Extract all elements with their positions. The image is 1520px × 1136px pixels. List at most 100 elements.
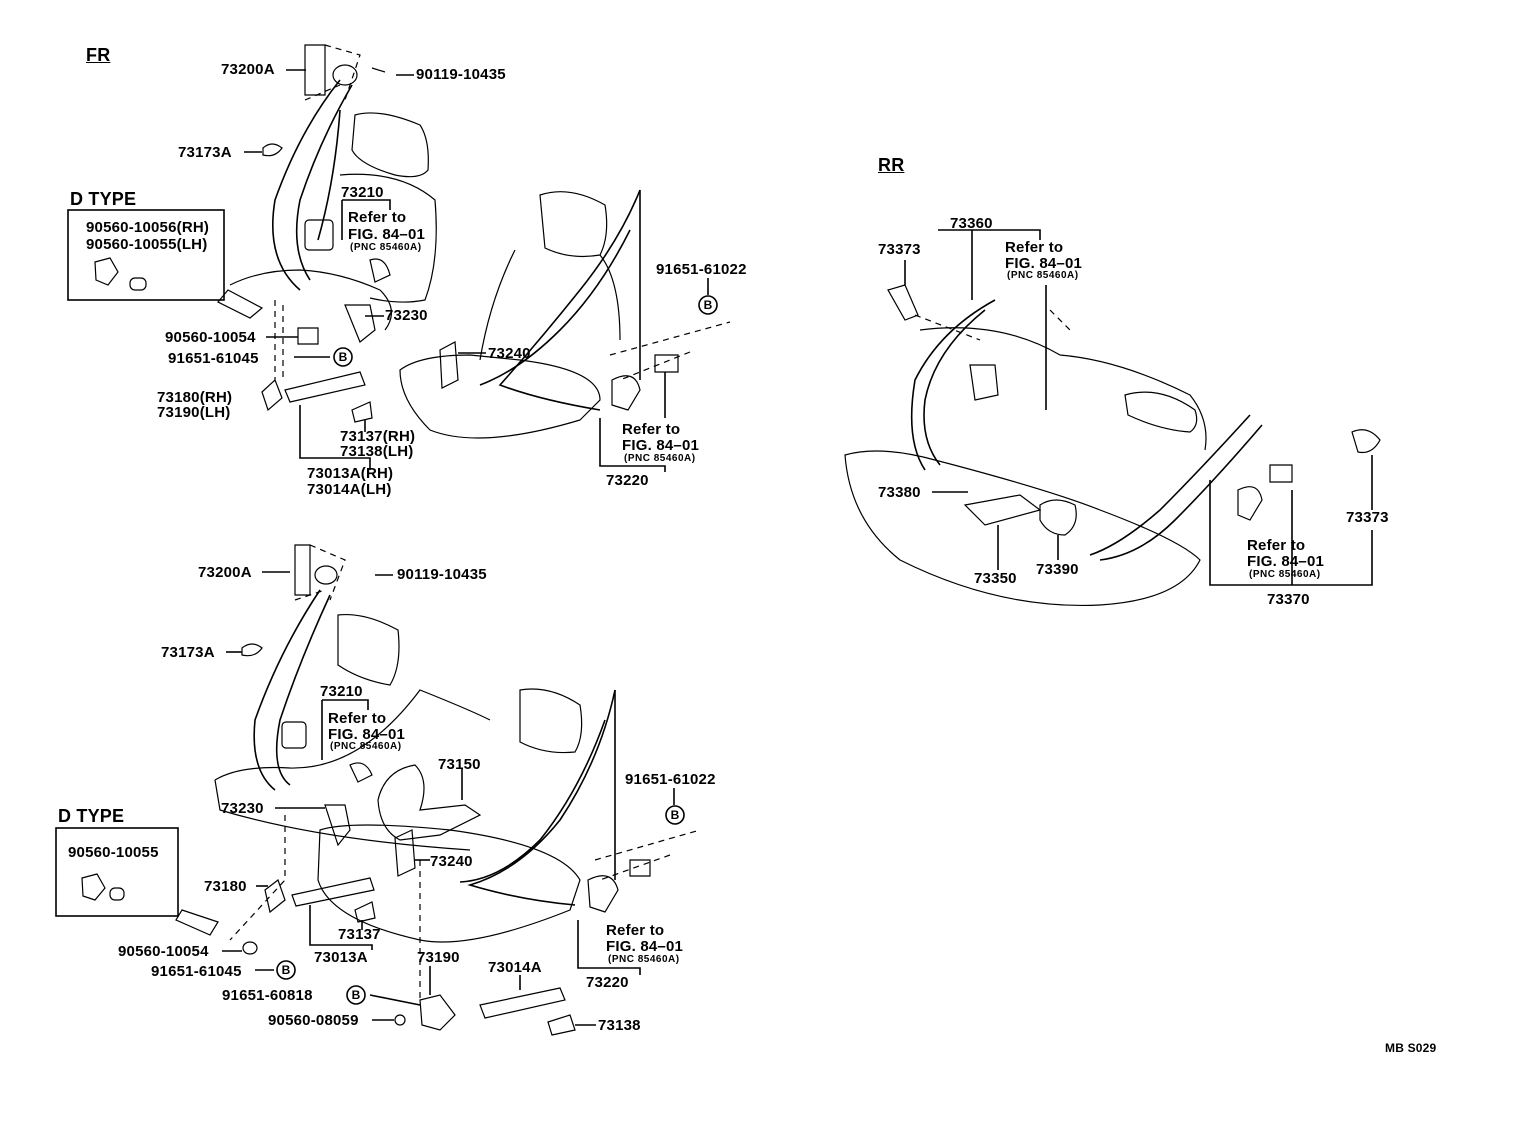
part-73190: 73190(LH) xyxy=(157,404,231,421)
part-73137: 73137(RH) xyxy=(340,428,416,445)
anchor-73190-b xyxy=(419,994,456,1031)
refer-fig: FIG. 84–01 xyxy=(606,938,684,955)
part-73240: 73240 xyxy=(430,853,473,870)
refer-text: Refer to xyxy=(1005,239,1064,256)
anchor-73180-b xyxy=(264,879,286,914)
rr-retractor-right xyxy=(1237,486,1263,521)
dtype-part-shape xyxy=(94,257,119,286)
bracket-73210-b xyxy=(321,699,369,760)
circle-b-text: B xyxy=(282,963,291,977)
refer-fig: FIG. 84–01 xyxy=(1005,255,1083,272)
part-73138: 73138(LH) xyxy=(340,443,414,460)
rr-retractor-left xyxy=(969,364,999,401)
circle-b-text: B xyxy=(339,350,348,364)
part-73240: 73240 xyxy=(488,345,531,362)
cap-90560-10054 xyxy=(297,327,319,345)
part-73173a: 73173A xyxy=(161,644,215,661)
part-73210: 73210 xyxy=(320,683,363,700)
part-73370: 73370 xyxy=(1267,591,1310,608)
washer-90560-08059 xyxy=(394,1014,406,1026)
rail-73014a xyxy=(479,987,566,1019)
refer-pnc: (PNC 85460A) xyxy=(330,741,402,752)
bolt-shape xyxy=(371,67,386,73)
retractor-pass-b xyxy=(587,875,619,913)
dashed-anchor-b xyxy=(294,544,346,601)
belt-b-2 xyxy=(275,594,331,786)
dashed-bottom xyxy=(229,815,421,1000)
circle-b-marker: B xyxy=(276,960,296,980)
belt-webbing-1 xyxy=(272,79,341,291)
bracket-73370 xyxy=(1209,455,1373,586)
buckle-73240-b xyxy=(394,829,416,877)
part-73200a: 73200A xyxy=(198,564,252,581)
headrest-pass-b xyxy=(519,688,583,754)
refer-pnc: (PNC 85460A) xyxy=(624,453,696,464)
part-90560-08059: 90560-08059 xyxy=(268,1012,359,1029)
dtype-title: D TYPE xyxy=(70,189,137,209)
refer-pnc: (PNC 85460A) xyxy=(1249,569,1321,580)
dtype-cap-shape xyxy=(129,277,147,291)
rr-belt-right-2 xyxy=(1099,424,1263,561)
anchor-73230-b xyxy=(324,804,351,847)
heading-rr: RR xyxy=(878,155,905,175)
refer-fig: FIG. 84–01 xyxy=(1247,553,1325,570)
part-73173a: 73173A xyxy=(178,144,232,161)
part-73210: 73210 xyxy=(341,184,384,201)
refer-text: Refer to xyxy=(348,209,407,226)
refer-fig: FIG. 84–01 xyxy=(622,437,700,454)
circle-b-text: B xyxy=(352,988,361,1002)
bracket-73013a-b xyxy=(309,905,373,950)
part-73180: 73180 xyxy=(204,878,247,895)
part-91651-61022: 91651-61022 xyxy=(656,261,747,278)
circle-b-marker: B xyxy=(698,295,718,315)
doc-code: MB S029 xyxy=(1385,1041,1437,1055)
cover-73373-b xyxy=(1351,429,1381,454)
heading-fr: FR xyxy=(86,45,111,65)
part-73014a: 73014A(LH) xyxy=(307,481,392,498)
center-belt-73150 xyxy=(377,764,482,841)
circle-b-text: B xyxy=(704,298,713,312)
part-90119-10435: 90119-10435 xyxy=(397,566,487,583)
refer-pnc: (PNC 85460A) xyxy=(608,954,680,965)
bracket-73220 xyxy=(599,372,666,472)
rr-cushion xyxy=(844,450,1201,607)
retractor-b xyxy=(281,721,307,749)
part-73150: 73150 xyxy=(438,756,481,773)
dtype-part-b xyxy=(81,873,106,901)
part-73138: 73138 xyxy=(598,1017,641,1034)
seatback-pass-r xyxy=(599,254,621,341)
belt-b-1 xyxy=(253,589,321,791)
belt-pass-2 xyxy=(479,229,631,386)
part-91651-61022: 91651-61022 xyxy=(625,771,716,788)
retractor-pass xyxy=(611,375,641,411)
part-73200a: 73200A xyxy=(221,61,275,78)
circle-b-marker: B xyxy=(346,985,366,1005)
rr-sensor xyxy=(1269,464,1293,483)
rr-belt-left-2 xyxy=(923,309,986,466)
dtype-box-bottom xyxy=(55,827,179,917)
part-73013a: 73013A xyxy=(314,949,368,966)
belt-pass-b-2 xyxy=(459,719,606,883)
belt-webbing-3 xyxy=(317,109,341,241)
refer-pnc: (PNC 85460A) xyxy=(1007,270,1079,281)
refer-text: Refer to xyxy=(328,710,387,727)
sensor-pass-b xyxy=(629,859,651,877)
cover-73137-b xyxy=(354,901,376,923)
rr-center-retractor xyxy=(1039,499,1077,536)
bracket-73360 xyxy=(938,229,1041,300)
bench-front xyxy=(214,779,471,851)
retractor-shape xyxy=(304,219,334,251)
part-73180: 73180(RH) xyxy=(157,389,233,406)
part-91651-61045: 91651-61045 xyxy=(168,350,259,367)
refer-text: Refer to xyxy=(622,421,681,438)
circle-b-text: B xyxy=(671,808,680,822)
part-73390: 73390 xyxy=(1036,561,1079,578)
circle-b-marker: B xyxy=(665,805,685,825)
part-73230: 73230 xyxy=(385,307,428,324)
part-73220: 73220 xyxy=(586,974,629,991)
arrow-dtype-b xyxy=(175,909,219,936)
part-73230: 73230 xyxy=(221,800,264,817)
dashed-rail xyxy=(274,300,284,380)
